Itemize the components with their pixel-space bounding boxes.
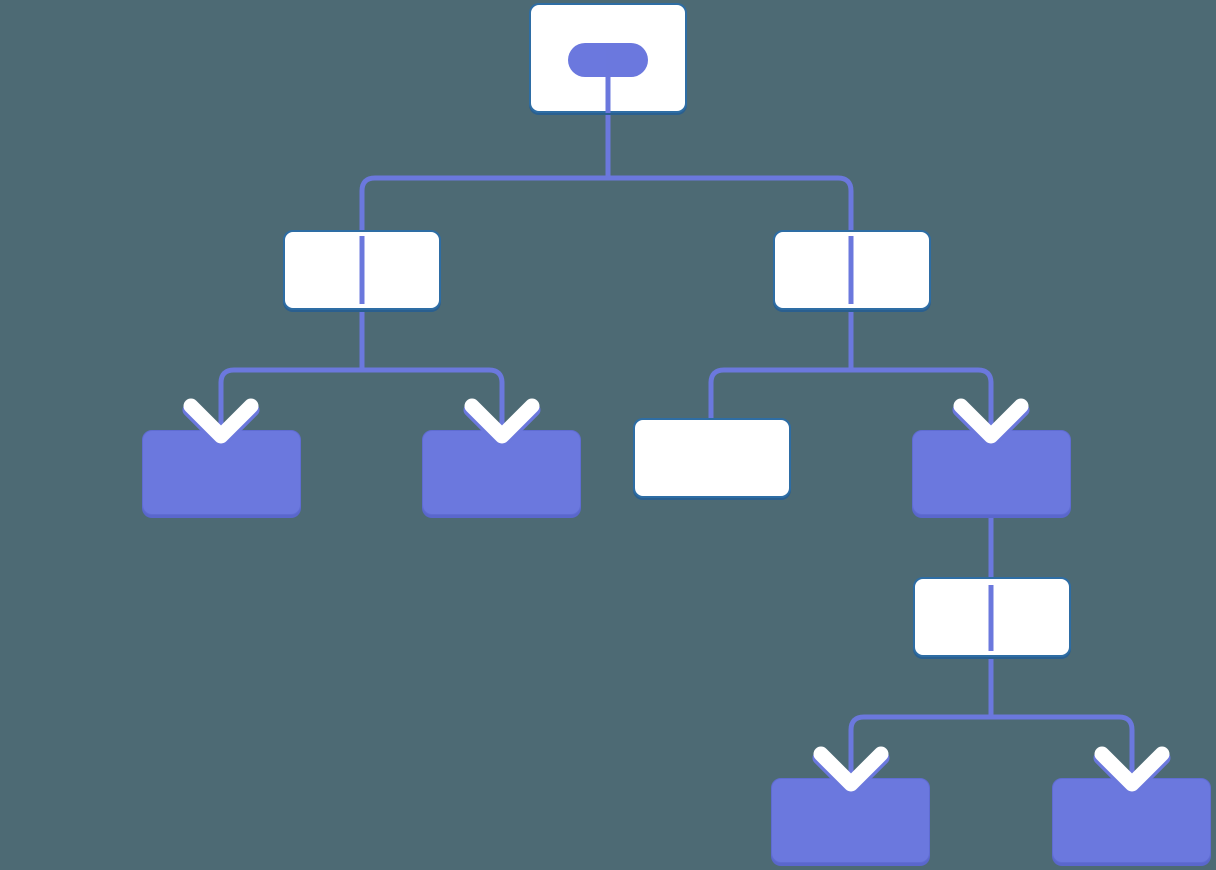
edge-path [362, 367, 505, 440]
node-n0-pill [568, 43, 648, 77]
node-n3[interactable] [142, 430, 301, 515]
node-n6[interactable] [912, 430, 1071, 515]
node-n4[interactable] [422, 430, 581, 515]
node-n1[interactable] [283, 230, 441, 310]
edge-path [218, 367, 362, 440]
node-n2[interactable] [773, 230, 931, 310]
node-n5[interactable] [633, 418, 791, 498]
node-n0[interactable] [529, 3, 687, 113]
node-n9[interactable] [1052, 778, 1211, 863]
edge-path [708, 367, 851, 425]
edge-path [991, 714, 1135, 788]
edge-path [848, 714, 991, 788]
node-n8[interactable] [771, 778, 930, 863]
edge-path [851, 367, 994, 440]
node-n7[interactable] [913, 577, 1071, 657]
edge-path [608, 175, 854, 230]
edge-path [359, 175, 608, 230]
